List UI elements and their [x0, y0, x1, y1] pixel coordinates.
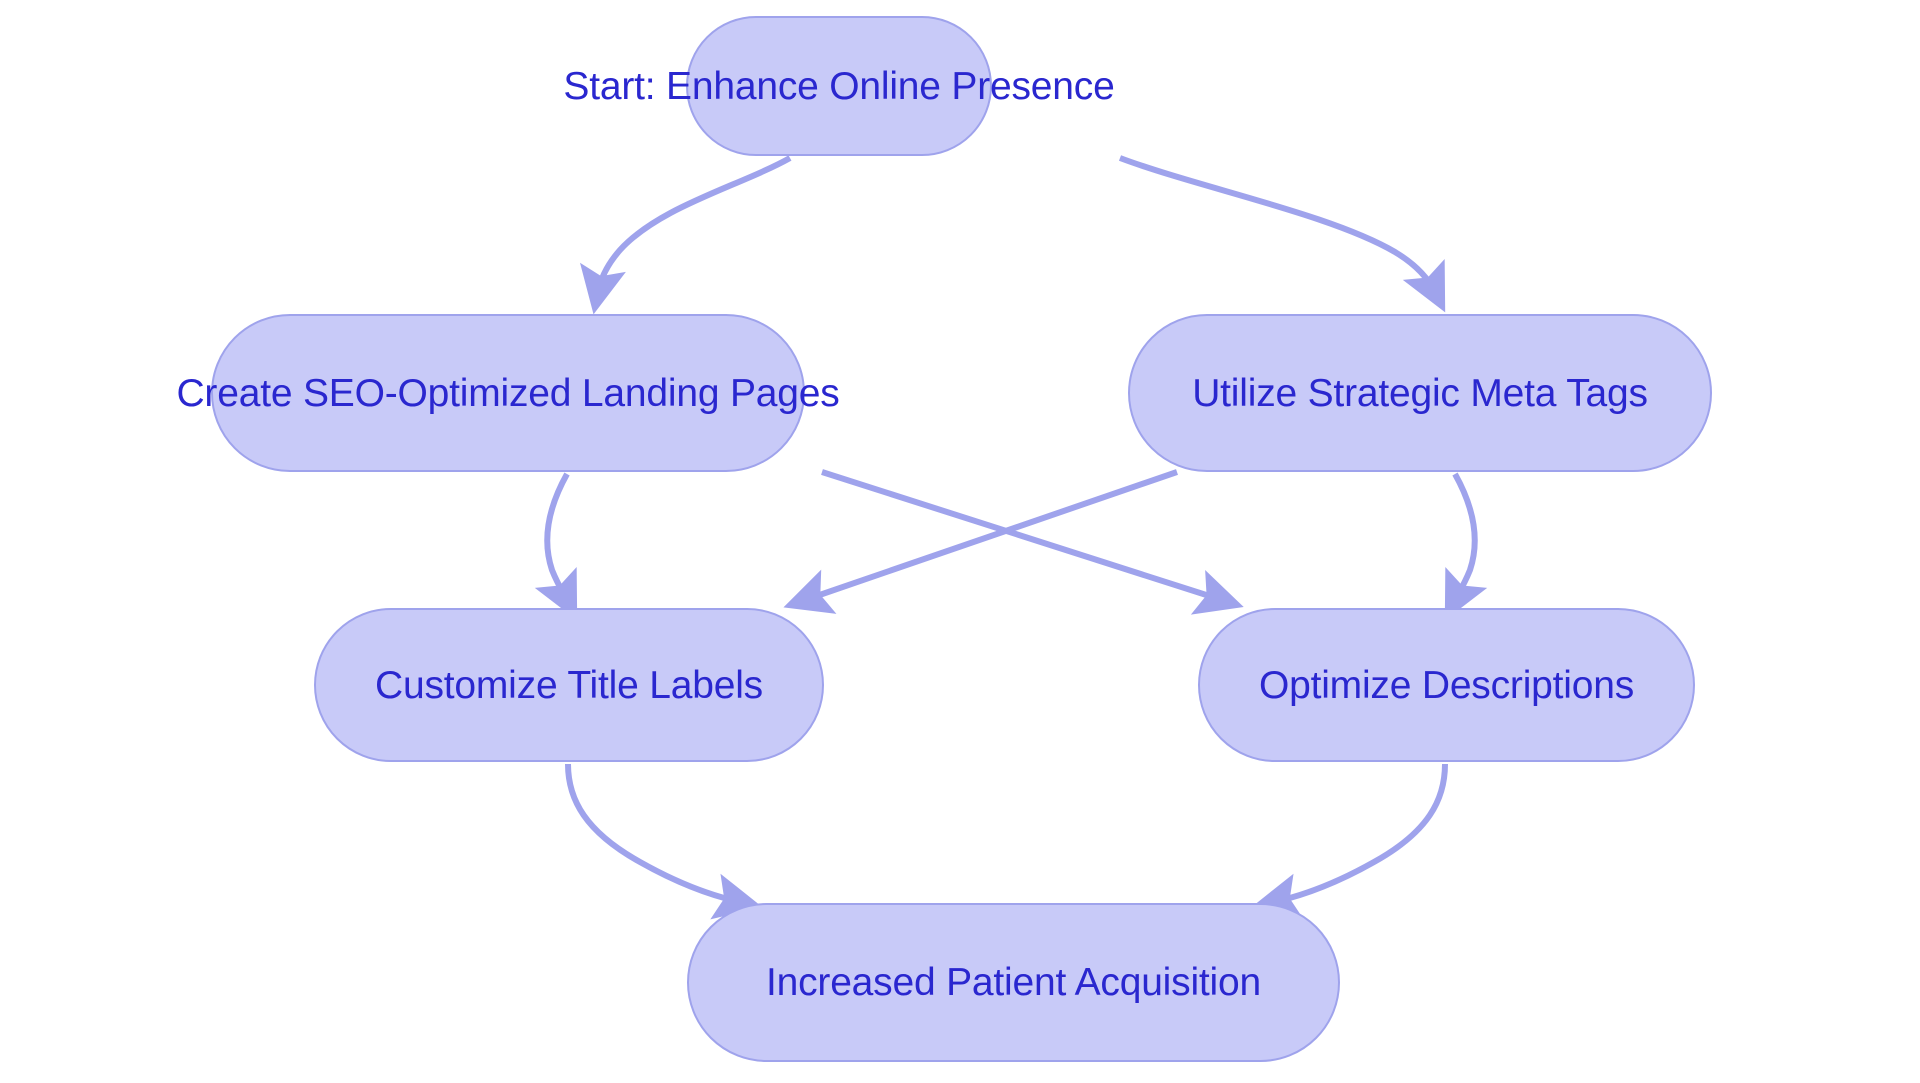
node-optimize-descriptions[interactable]: Optimize Descriptions — [1198, 608, 1695, 762]
node-customize-title-labels[interactable]: Customize Title Labels — [314, 608, 824, 762]
edge-titles-to-acquisition — [565, 763, 763, 920]
edge-start-to-meta — [1118, 155, 1446, 313]
node-increased-patient-acquisition[interactable]: Increased Patient Acquisition — [687, 903, 1340, 1062]
node-utilize-strategic-meta-tags[interactable]: Utilize Strategic Meta Tags — [1128, 314, 1712, 472]
node-acquisition-label: Increased Patient Acquisition — [765, 961, 1261, 1004]
edge-start-to-landing — [580, 155, 792, 315]
node-start[interactable]: Start: Enhance Online Presence — [563, 16, 1115, 156]
node-titles-label: Customize Title Labels — [375, 663, 763, 707]
node-meta-label: Utilize Strategic Meta Tags — [1192, 371, 1648, 415]
edge-meta-to-descriptions — [1444, 472, 1488, 621]
edge-landing-to-descriptions — [821, 469, 1244, 615]
node-start-label: Start: Enhance Online Presence — [563, 64, 1115, 108]
node-create-seo-optimized-landing-pages[interactable]: Create SEO-Optimized Landing Pages — [176, 314, 840, 472]
node-descriptions-label: Optimize Descriptions — [1258, 663, 1635, 707]
edge-descriptions-to-acquisition — [1251, 763, 1448, 920]
node-landing-label: Create SEO-Optimized Landing Pages — [176, 371, 840, 415]
edge-meta-to-titles — [783, 469, 1178, 614]
edge-landing-to-titles — [534, 472, 578, 621]
